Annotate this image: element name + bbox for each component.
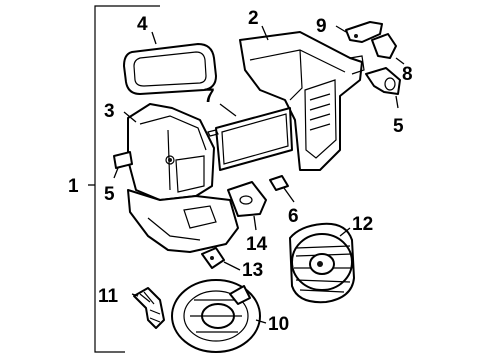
grommet-part-13 (201, 247, 225, 269)
leader-5a (113, 167, 119, 179)
callout-12: 12 (352, 214, 373, 235)
elbow-duct-part-8 (371, 33, 397, 59)
clip-part-6 (269, 175, 289, 191)
callout-14: 14 (246, 234, 268, 255)
blower-motor-part-10 (171, 279, 261, 353)
seal-part-14 (227, 181, 267, 217)
callout-2: 2 (248, 8, 259, 29)
callout-9: 9 (316, 16, 327, 37)
callout-5-left: 5 (104, 184, 115, 205)
heater-core-part-7 (207, 107, 293, 171)
leader-6 (283, 187, 295, 203)
leader-9 (335, 25, 347, 33)
seal-frame-part-4 (123, 43, 217, 95)
callout-5-right: 5 (393, 116, 404, 137)
leader-13 (223, 261, 241, 271)
leader-2 (261, 25, 269, 41)
callout-7: 7 (204, 86, 215, 107)
callout-13: 13 (242, 260, 263, 281)
blower-wheel-part-12 (289, 222, 355, 304)
bracket-part-5-left (113, 151, 133, 169)
leader-14 (253, 215, 257, 231)
leader-10 (255, 319, 267, 324)
hose-part-11 (133, 287, 165, 329)
callout-4: 4 (137, 14, 148, 35)
leader-5b (395, 95, 399, 109)
callout-1: 1 (68, 176, 79, 197)
upper-case-part-2 (239, 31, 365, 171)
leader-11 (131, 293, 139, 297)
leader-4 (151, 31, 157, 45)
callout-3: 3 (104, 101, 115, 122)
blower-case (127, 189, 239, 253)
callout-10: 10 (268, 314, 289, 335)
assembly-bracket (94, 5, 160, 353)
callout-6: 6 (288, 206, 299, 227)
leader-7 (219, 103, 237, 117)
callout-8: 8 (402, 64, 413, 85)
leader-12 (339, 227, 351, 237)
leader-3 (123, 111, 137, 123)
duct-clip-part-9 (345, 21, 383, 43)
leader-8 (395, 57, 405, 65)
callout-11: 11 (98, 286, 119, 307)
vent-cap-part-5-right (365, 67, 401, 95)
main-case-part-3 (127, 103, 215, 201)
